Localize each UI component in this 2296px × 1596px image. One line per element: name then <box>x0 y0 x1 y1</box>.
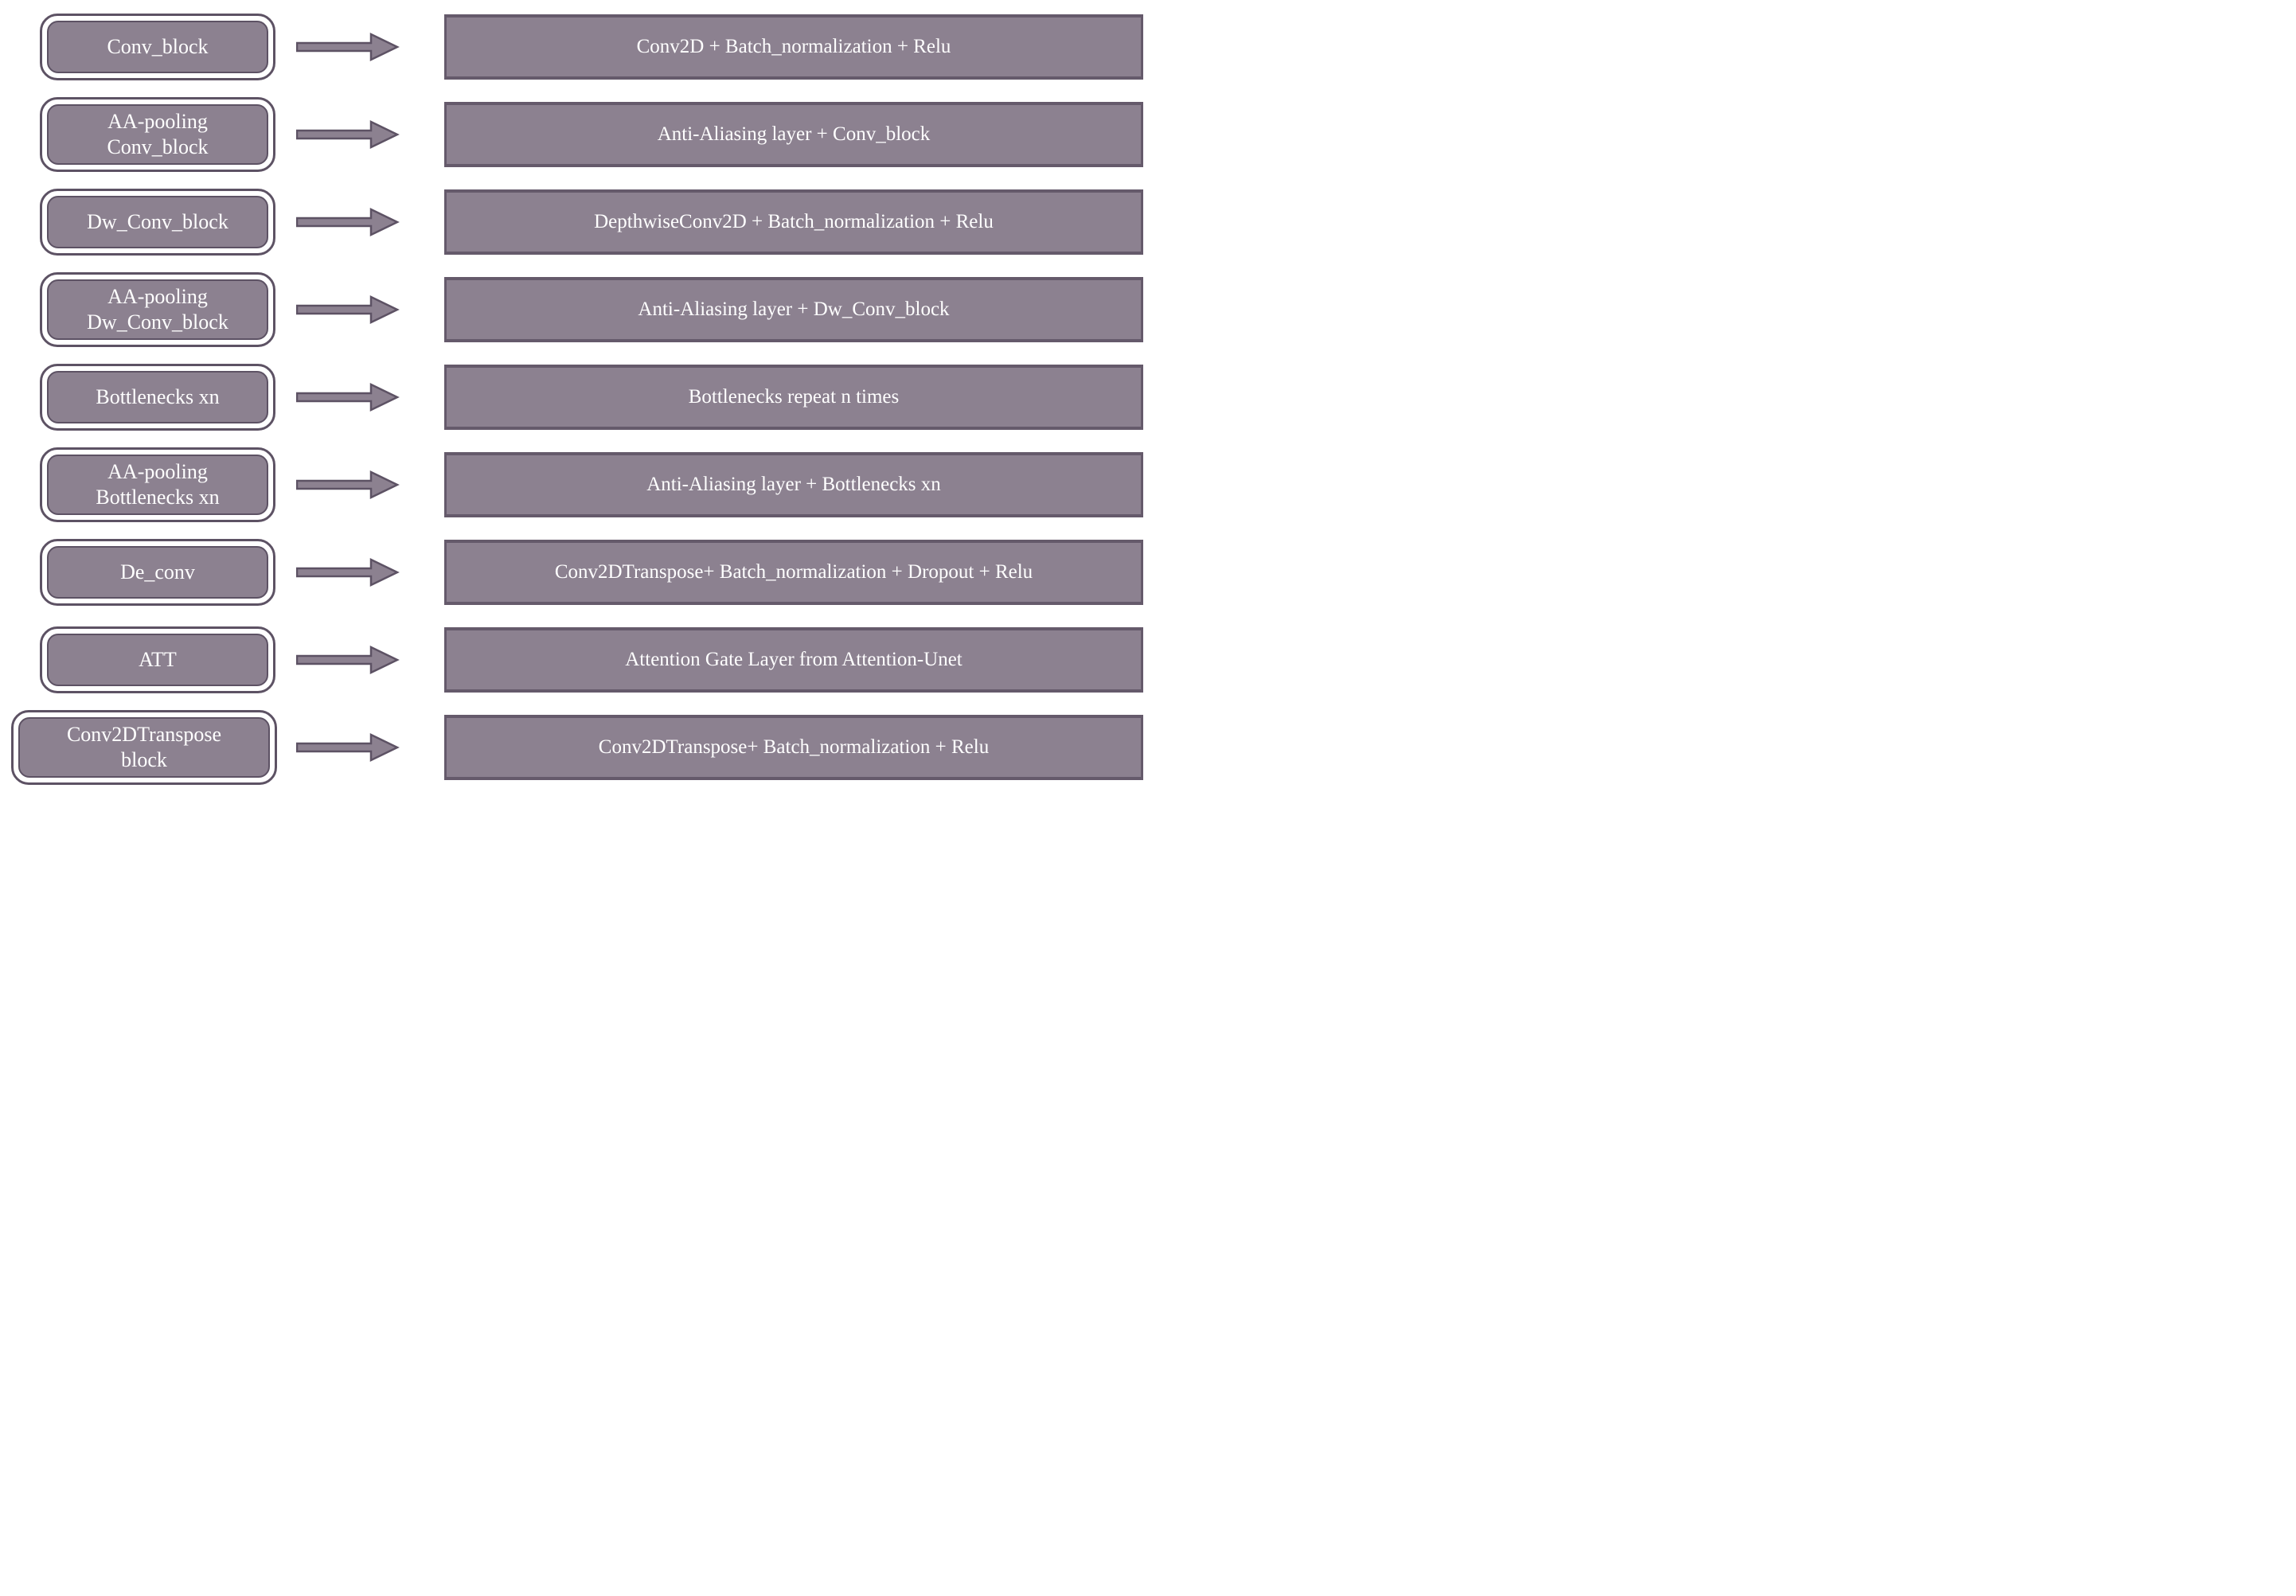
block-pill: AA-pooling Conv_block <box>40 97 275 172</box>
arrow-cell <box>296 205 408 239</box>
block-cell: AA-pooling Dw_Conv_block <box>0 272 287 347</box>
arrow-cell <box>296 30 408 64</box>
block-cell: AA-pooling Conv_block <box>0 97 287 172</box>
block-label: Conv_block <box>47 21 268 73</box>
block-cell: De_conv <box>0 539 287 606</box>
right-arrow-icon <box>296 383 400 412</box>
block-label: Conv2DTranspose block <box>18 717 270 778</box>
legend-row: ATT Attention Gate Layer from Attention-… <box>0 616 1148 704</box>
legend-diagram: Conv_block Conv2D + Batch_normalization … <box>0 0 1148 798</box>
block-cell: ATT <box>0 626 287 693</box>
block-label: AA-pooling Bottlenecks xn <box>47 455 268 515</box>
legend-row: De_conv Conv2DTranspose+ Batch_normaliza… <box>0 529 1148 616</box>
block-cell: AA-pooling Bottlenecks xn <box>0 447 287 522</box>
arrow-cell <box>296 468 408 501</box>
arrow-cell <box>296 643 408 677</box>
description-cell: Conv2D + Batch_normalization + Relu <box>444 14 1143 80</box>
arrow-cell <box>296 731 408 764</box>
legend-row: Conv_block Conv2D + Batch_normalization … <box>0 3 1148 91</box>
legend-rows: Conv_block Conv2D + Batch_normalization … <box>0 3 1148 791</box>
description-box: Attention Gate Layer from Attention-Unet <box>444 627 1143 693</box>
description-cell: Anti-Aliasing layer + Bottlenecks xn <box>444 452 1143 517</box>
legend-row: AA-pooling Dw_Conv_block Anti-Aliasing l… <box>0 266 1148 353</box>
block-label: ATT <box>47 634 268 686</box>
description-box: Anti-Aliasing layer + Dw_Conv_block <box>444 277 1143 342</box>
description-box: Anti-Aliasing layer + Conv_block <box>444 102 1143 167</box>
description-box: Conv2D + Batch_normalization + Relu <box>444 14 1143 80</box>
block-cell: Conv2DTranspose block <box>0 710 287 785</box>
legend-row: Bottlenecks xn Bottlenecks repeat n time… <box>0 353 1148 441</box>
description-cell: Anti-Aliasing layer + Dw_Conv_block <box>444 277 1143 342</box>
right-arrow-icon <box>296 208 400 236</box>
right-arrow-icon <box>296 470 400 499</box>
block-pill: Bottlenecks xn <box>40 364 275 431</box>
description-box: DepthwiseConv2D + Batch_normalization + … <box>444 189 1143 255</box>
description-box: Anti-Aliasing layer + Bottlenecks xn <box>444 452 1143 517</box>
arrow-cell <box>296 380 408 414</box>
description-cell: Attention Gate Layer from Attention-Unet <box>444 627 1143 693</box>
legend-row: Dw_Conv_block DepthwiseConv2D + Batch_no… <box>0 178 1148 266</box>
description-cell: DepthwiseConv2D + Batch_normalization + … <box>444 189 1143 255</box>
description-box: Bottlenecks repeat n times <box>444 365 1143 430</box>
block-pill: AA-pooling Dw_Conv_block <box>40 272 275 347</box>
block-pill: ATT <box>40 626 275 693</box>
right-arrow-icon <box>296 733 400 762</box>
description-box: Conv2DTranspose+ Batch_normalization + D… <box>444 540 1143 605</box>
block-label: AA-pooling Dw_Conv_block <box>47 279 268 340</box>
description-cell: Conv2DTranspose+ Batch_normalization + D… <box>444 540 1143 605</box>
description-cell: Conv2DTranspose+ Batch_normalization + R… <box>444 715 1143 780</box>
arrow-cell <box>296 556 408 589</box>
right-arrow-icon <box>296 295 400 324</box>
right-arrow-icon <box>296 558 400 587</box>
block-label: Dw_Conv_block <box>47 196 268 248</box>
block-cell: Conv_block <box>0 14 287 80</box>
legend-row: AA-pooling Bottlenecks xn Anti-Aliasing … <box>0 441 1148 529</box>
right-arrow-icon <box>296 33 400 61</box>
block-pill: Conv2DTranspose block <box>11 710 277 785</box>
block-pill: AA-pooling Bottlenecks xn <box>40 447 275 522</box>
legend-row: Conv2DTranspose block Conv2DTranspose+ B… <box>0 704 1148 791</box>
block-label: AA-pooling Conv_block <box>47 104 268 165</box>
block-pill: Dw_Conv_block <box>40 189 275 256</box>
description-cell: Anti-Aliasing layer + Conv_block <box>444 102 1143 167</box>
block-cell: Dw_Conv_block <box>0 189 287 256</box>
block-label: Bottlenecks xn <box>47 371 268 423</box>
block-pill: De_conv <box>40 539 275 606</box>
arrow-cell <box>296 118 408 151</box>
arrow-cell <box>296 293 408 326</box>
right-arrow-icon <box>296 120 400 149</box>
right-arrow-icon <box>296 646 400 674</box>
legend-row: AA-pooling Conv_block Anti-Aliasing laye… <box>0 91 1148 178</box>
description-cell: Bottlenecks repeat n times <box>444 365 1143 430</box>
block-label: De_conv <box>47 546 268 599</box>
block-pill: Conv_block <box>40 14 275 80</box>
block-cell: Bottlenecks xn <box>0 364 287 431</box>
description-box: Conv2DTranspose+ Batch_normalization + R… <box>444 715 1143 780</box>
